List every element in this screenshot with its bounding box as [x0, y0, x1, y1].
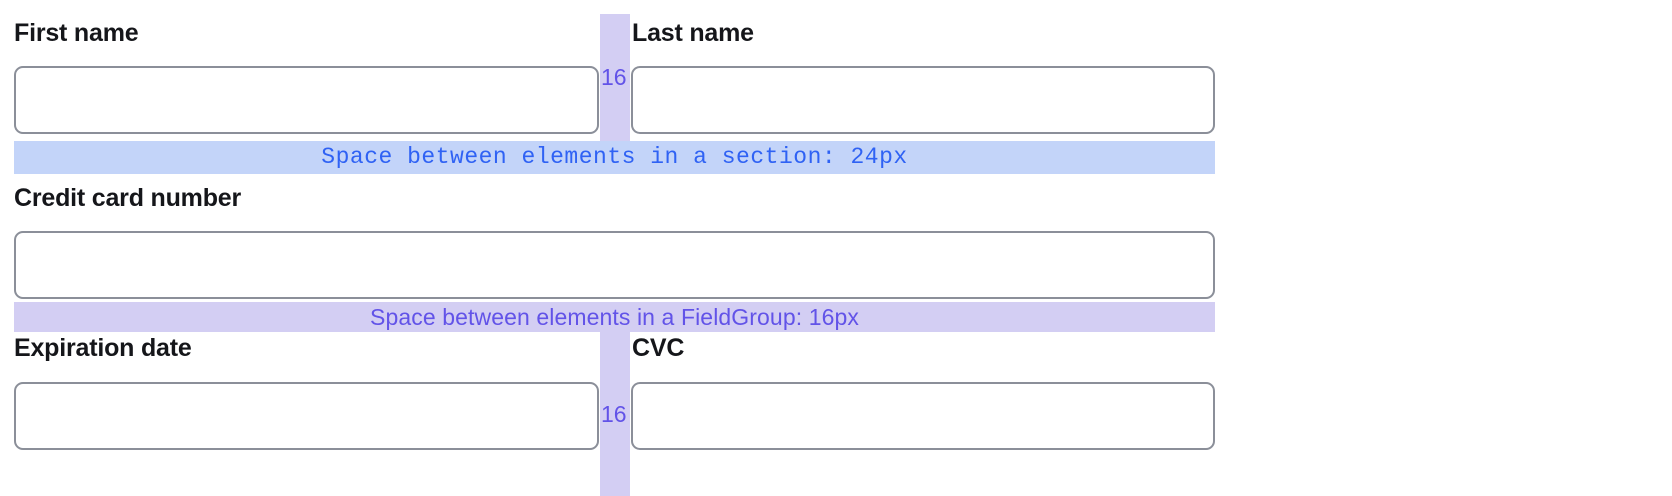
- label-last-name: Last name: [632, 19, 754, 47]
- input-first-name[interactable]: [14, 66, 599, 134]
- band-fieldgroup-spacing: Space between elements in a FieldGroup: …: [14, 302, 1215, 332]
- gap-marker-row3-horizontal-16: 16: [600, 332, 630, 496]
- gap-marker-row1-label: 16: [601, 64, 627, 90]
- band-fieldgroup-spacing-label: Space between elements in a FieldGroup: …: [370, 303, 859, 330]
- label-credit-card-number: Credit card number: [14, 184, 242, 212]
- input-expiration-date[interactable]: [14, 382, 599, 450]
- label-first-name: First name: [14, 19, 139, 47]
- label-cvc: CVC: [632, 334, 685, 362]
- label-expiration-date: Expiration date: [14, 334, 192, 362]
- gap-marker-row1-horizontal-16: 16: [600, 14, 630, 141]
- band-section-spacing-label: Space between elements in a section: 24p…: [321, 144, 908, 170]
- input-last-name[interactable]: [631, 66, 1215, 134]
- gap-marker-row3-label: 16: [601, 400, 627, 427]
- input-cvc[interactable]: [631, 382, 1215, 450]
- input-credit-card-number[interactable]: [14, 231, 1215, 299]
- band-section-spacing: Space between elements in a section: 24p…: [14, 141, 1215, 174]
